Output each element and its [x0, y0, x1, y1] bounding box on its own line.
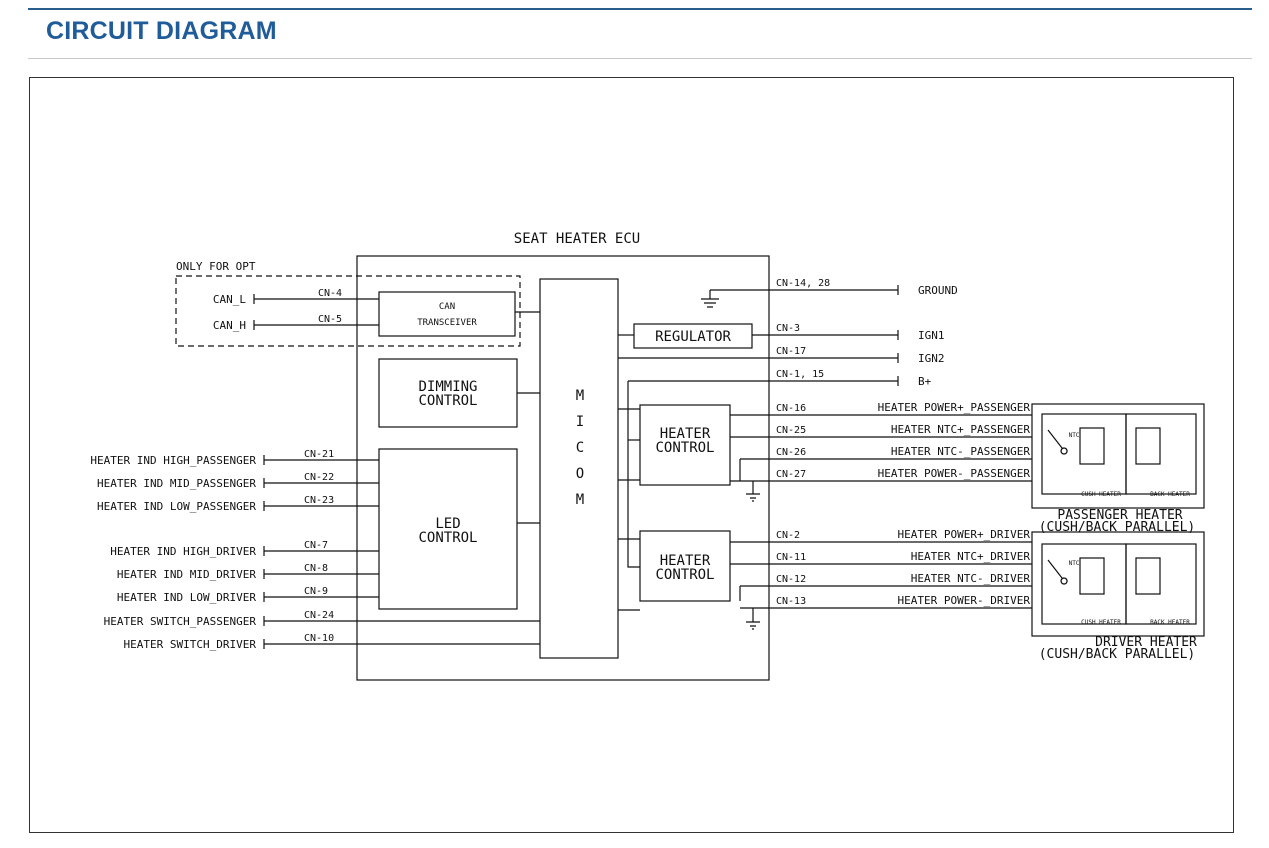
left-signal-name: HEATER IND HIGH_DRIVER	[110, 545, 256, 558]
left-signal-name: CAN_L	[213, 293, 246, 306]
left-signal-name: HEATER IND MID_PASSENGER	[97, 477, 256, 490]
micom-label: O	[576, 466, 584, 482]
ntc-label: NTC	[1069, 560, 1080, 567]
ntc-label: NTC	[1069, 432, 1080, 439]
dimming-control-label: DIMMING	[418, 379, 477, 395]
left-signal-pin: CN-22	[304, 472, 334, 483]
heater-control-label: CONTROL	[655, 567, 714, 583]
power-pin: CN-3	[776, 323, 800, 334]
left-signal-name: HEATER SWITCH_DRIVER	[124, 638, 257, 651]
heater-control-passenger-block	[639, 404, 731, 486]
left-signal-pin: CN-5	[318, 314, 342, 325]
can-transceiver-label: TRANSCEIVER	[417, 318, 477, 328]
power-pin: CN-1, 15	[776, 369, 824, 380]
cush-heater-label: CUSH HEATER	[1081, 619, 1121, 626]
heater-control-label: HEATER	[660, 426, 711, 442]
passenger-pin: CN-25	[776, 425, 806, 436]
power-name: GROUND	[918, 284, 958, 297]
led-control-block	[378, 448, 518, 610]
heater-control-label: HEATER	[660, 553, 711, 569]
left-signal-pin: CN-9	[304, 586, 328, 597]
left-signal-name: HEATER IND MID_DRIVER	[117, 568, 256, 581]
left-signal-pin: CN-21	[304, 449, 334, 460]
power-pin: CN-17	[776, 346, 806, 357]
driver-heater-box	[1031, 531, 1205, 637]
left-signal-name: HEATER IND LOW_DRIVER	[117, 591, 256, 604]
power-name: IGN1	[918, 329, 945, 342]
led-control-label: CONTROL	[418, 530, 477, 546]
page-title: CIRCUIT DIAGRAM	[46, 17, 277, 45]
passenger-heater-caption: PASSENGER HEATER	[1057, 508, 1182, 523]
diagram-frame	[29, 77, 1234, 833]
back-heater-label: BACK HEATER	[1150, 491, 1190, 498]
driver-signal-name: HEATER NTC-_DRIVER	[911, 572, 1031, 585]
regulator-label: REGULATOR	[655, 329, 731, 345]
diagram-dynamic-layer: SEAT HEATER ECU ONLY FOR OPT CAN TRANSCEIVE…	[90, 231, 1197, 662]
driver-heater-caption: (CUSH/BACK PARALLEL)	[1039, 647, 1196, 662]
driver-signal-name: HEATER POWER+_DRIVER	[898, 528, 1031, 541]
opt-label: ONLY FOR OPT	[176, 260, 256, 273]
left-signal-name: HEATER SWITCH_PASSENGER	[104, 615, 257, 628]
driver-signal-name: HEATER NTC+_DRIVER	[911, 550, 1031, 563]
driver-pin: CN-12	[776, 574, 806, 585]
micom-label: M	[576, 492, 584, 508]
left-signal-pin: CN-7	[304, 540, 328, 551]
power-pin: CN-14, 28	[776, 278, 830, 289]
heater-control-label: CONTROL	[655, 440, 714, 456]
ecu-title: SEAT HEATER ECU	[514, 231, 640, 247]
micom-label: C	[576, 440, 584, 456]
left-signal-pin: CN-24	[304, 610, 334, 621]
left-signal-name: HEATER IND LOW_PASSENGER	[97, 500, 256, 513]
left-signal-pin: CN-10	[304, 633, 334, 644]
back-heater-label: BACK HEATER	[1150, 619, 1190, 626]
dimming-control-label: CONTROL	[418, 393, 477, 409]
driver-heater-caption: DRIVER HEATER	[1095, 635, 1197, 650]
micom-label: I	[576, 414, 584, 430]
passenger-pin: CN-16	[776, 403, 806, 414]
heater-control-driver-block	[639, 530, 731, 602]
driver-pin: CN-11	[776, 552, 806, 563]
micom-label: M	[576, 388, 584, 404]
driver-signal-name: HEATER POWER-_DRIVER	[898, 594, 1031, 607]
header-divider	[28, 58, 1252, 59]
driver-pin: CN-2	[776, 530, 800, 541]
passenger-pin: CN-27	[776, 469, 806, 480]
can-transceiver-label: CAN	[439, 302, 455, 312]
regulator-block	[633, 323, 753, 349]
left-signal-pin: CN-4	[318, 288, 342, 299]
passenger-signal-name: HEATER POWER-_PASSENGER	[878, 467, 1031, 480]
left-signal-name: CAN_H	[213, 319, 246, 332]
static-wiring	[175, 255, 1205, 681]
ecu-outline	[356, 255, 770, 681]
led-control-label: LED	[435, 516, 460, 532]
power-name: IGN2	[918, 352, 945, 365]
passenger-pin: CN-26	[776, 447, 806, 458]
passenger-heater-box	[1031, 403, 1205, 509]
passenger-heater-caption: (CUSH/BACK PARALLEL)	[1039, 520, 1196, 535]
left-signal-name: HEATER IND HIGH_PASSENGER	[90, 454, 256, 467]
passenger-signal-name: HEATER POWER+_PASSENGER	[878, 401, 1031, 414]
passenger-signal-name: HEATER NTC+_PASSENGER	[891, 423, 1030, 436]
micom-block	[539, 278, 619, 659]
power-name: B+	[918, 375, 932, 388]
opt-dashed-region	[175, 275, 521, 347]
driver-pin: CN-13	[776, 596, 806, 607]
passenger-signal-name: HEATER NTC-_PASSENGER	[891, 445, 1030, 458]
cush-heater-label: CUSH HEATER	[1081, 491, 1121, 498]
header-top-rule	[28, 8, 1252, 10]
left-signal-pin: CN-23	[304, 495, 334, 506]
left-signal-pin: CN-8	[304, 563, 328, 574]
can-transceiver-block	[378, 291, 516, 337]
